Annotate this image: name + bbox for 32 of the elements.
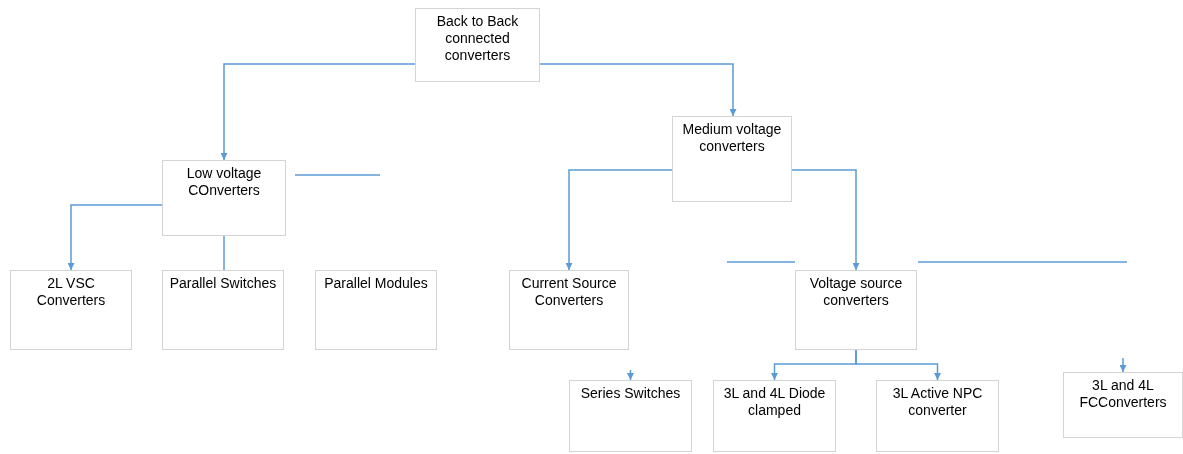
node-label: Parallel Switches — [169, 275, 277, 292]
arrow — [627, 369, 634, 381]
connector-arrow — [67, 204, 163, 271]
node-label: 2L VSC Converters — [35, 275, 107, 309]
connector-arrow — [855, 349, 941, 381]
node-label: Back to Back connected converters — [435, 13, 520, 64]
node-label: Series Switches — [579, 385, 682, 402]
node-label: 3L and 4L Diode clamped — [722, 385, 827, 419]
process-box — [1063, 372, 1183, 438]
connector-arrow — [220, 63, 416, 161]
process-box — [509, 270, 629, 350]
process-box — [569, 380, 692, 452]
process-box — [162, 160, 286, 236]
node-label: Medium voltage converters — [681, 121, 783, 155]
process-box — [795, 270, 917, 350]
process-box — [10, 270, 132, 350]
process-box — [415, 8, 540, 82]
node-label: Low voltage COnverters — [185, 165, 263, 199]
process-box — [315, 270, 437, 350]
process-box — [672, 116, 792, 202]
connector-arrow — [565, 169, 673, 271]
connector-arrow — [791, 169, 860, 271]
arrow — [1119, 357, 1127, 373]
node-label: Parallel Modules — [323, 275, 429, 292]
node-label: Voltage source converters — [808, 275, 904, 309]
process-box — [713, 380, 836, 452]
process-box — [162, 270, 284, 350]
connector-arrow — [539, 63, 737, 117]
process-box — [876, 380, 999, 452]
node-label: Current Source Converters — [520, 275, 618, 309]
node-label: 3L Active NPC converter — [891, 385, 984, 419]
node-label: 3L and 4L FCConverters — [1078, 377, 1168, 411]
